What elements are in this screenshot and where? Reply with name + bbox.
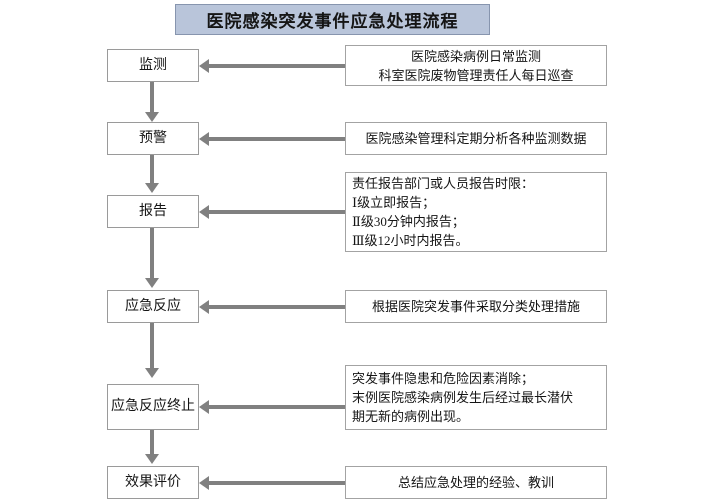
- chart-title-box: 医院感染突发事件应急处理流程: [175, 4, 490, 35]
- stage-box-monitoring[interactable]: 监测: [107, 49, 199, 82]
- detail-box-response-termination[interactable]: 突发事件隐患和危险因素消除； 末例医院感染病例发生后经过最长潜伏 期无新的病例出…: [345, 365, 607, 430]
- connector-horizontal-emergency-response: [209, 305, 345, 309]
- stage-box-report[interactable]: 报告: [107, 195, 199, 228]
- connector-vertical-1: [150, 82, 154, 114]
- detail-line: 医院感染管理科定期分析各种监测数据: [365, 131, 587, 146]
- detail-box-monitoring[interactable]: 医院感染病例日常监测 科室医院废物管理责任人每日巡查: [345, 45, 607, 86]
- connector-arrowhead-vertical-5: [145, 454, 159, 464]
- detail-box-report[interactable]: 责任报告部门或人员报告时限： Ⅰ级立即报告； Ⅱ级30分钟内报告； Ⅲ级12小时…: [345, 172, 607, 252]
- detail-line: 总结应急处理的经验、教训: [397, 475, 554, 490]
- connector-horizontal-effect-evaluation: [209, 481, 345, 485]
- detail-box-early-warning[interactable]: 医院感染管理科定期分析各种监测数据: [345, 122, 607, 155]
- stage-box-effect-evaluation[interactable]: 效果评价: [107, 466, 199, 499]
- stage-box-early-warning[interactable]: 预警: [107, 122, 199, 155]
- connector-arrowhead-monitoring: [199, 59, 209, 73]
- detail-line: Ⅰ级立即报告；: [352, 195, 436, 210]
- connector-arrowhead-report: [199, 205, 209, 219]
- connector-vertical-5: [150, 430, 154, 456]
- chart-title-text: 医院感染突发事件应急处理流程: [206, 12, 459, 31]
- detail-line: 科室医院废物管理责任人每日巡查: [378, 67, 574, 83]
- detail-line: 医院感染病例日常监测: [410, 48, 541, 64]
- detail-box-emergency-response[interactable]: 根据医院突发事件采取分类处理措施: [345, 290, 607, 323]
- connector-arrowhead-vertical-1: [145, 112, 159, 122]
- connector-horizontal-report: [209, 210, 345, 214]
- connector-arrowhead-vertical-3: [145, 278, 159, 288]
- stage-label-response-termination: 应急反应终止: [111, 399, 195, 414]
- connector-arrowhead-vertical-4: [145, 368, 159, 378]
- connector-horizontal-early-warning: [209, 137, 345, 141]
- connector-horizontal-response-termination: [209, 405, 345, 409]
- detail-line: 根据医院突发事件采取分类处理措施: [371, 299, 580, 314]
- stage-box-response-termination[interactable]: 应急反应终止: [107, 384, 199, 430]
- stage-label-early-warning: 预警: [139, 130, 167, 146]
- connector-vertical-4: [150, 323, 154, 370]
- connector-vertical-2: [150, 155, 154, 185]
- stage-box-emergency-response[interactable]: 应急反应: [107, 290, 199, 323]
- stage-label-report: 报告: [139, 203, 167, 219]
- connector-arrowhead-effect-evaluation: [199, 476, 209, 490]
- stage-label-emergency-response: 应急反应: [125, 298, 181, 314]
- connector-horizontal-monitoring: [209, 64, 345, 68]
- detail-line: 责任报告部门或人员报告时限：: [352, 176, 535, 191]
- detail-line: 期无新的病例出现。: [352, 409, 470, 424]
- connector-arrowhead-response-termination: [199, 400, 209, 414]
- stage-label-monitoring: 监测: [139, 57, 167, 73]
- connector-arrowhead-early-warning: [199, 132, 209, 146]
- connector-arrowhead-vertical-2: [145, 183, 159, 193]
- connector-arrowhead-emergency-response: [199, 300, 209, 314]
- detail-box-effect-evaluation[interactable]: 总结应急处理的经验、教训: [345, 466, 607, 499]
- detail-line: 突发事件隐患和危险因素消除；: [352, 371, 535, 386]
- detail-line: Ⅲ级12小时内报告。: [352, 233, 469, 248]
- detail-line: Ⅱ级30分钟内报告；: [352, 214, 465, 229]
- stage-label-effect-evaluation: 效果评价: [125, 474, 181, 490]
- detail-line: 末例医院感染病例发生后经过最长潜伏: [352, 390, 574, 405]
- connector-vertical-3: [150, 228, 154, 280]
